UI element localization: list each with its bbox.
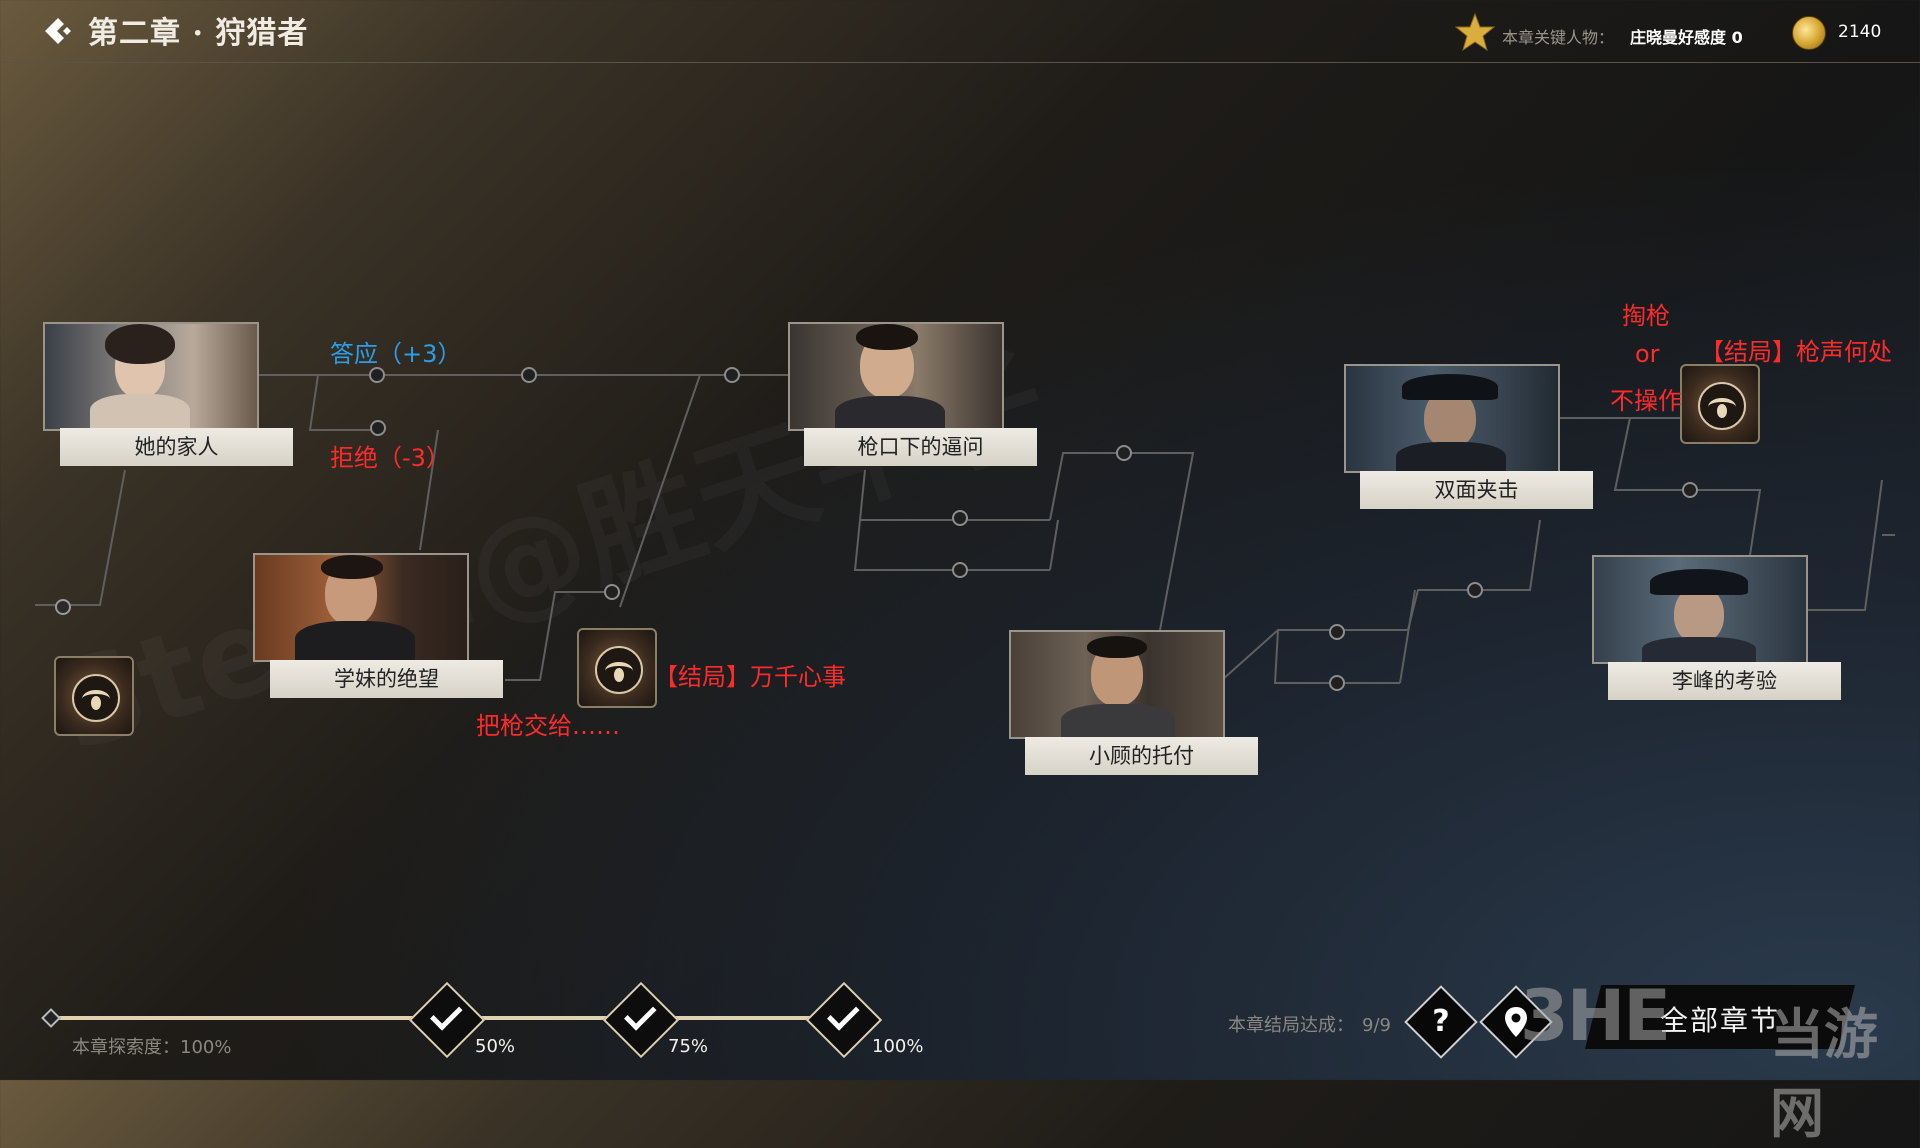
top-bar xyxy=(0,0,1920,63)
node-label: 枪口下的逼问 xyxy=(804,428,1037,466)
endings-label-text: 本章结局达成： xyxy=(1228,1015,1354,1036)
ending-badge-icon xyxy=(72,674,120,722)
key-character-value: 庄晓曼好感度 0 xyxy=(1630,28,1743,47)
exploration-text: 本章探索度：100% xyxy=(72,1037,232,1058)
story-branch-lines xyxy=(35,367,1895,691)
map-pin-icon xyxy=(1505,1007,1527,1037)
annotation-or: or xyxy=(1635,340,1660,368)
annotation-ending-wanqian: 【结局】万千心事 xyxy=(654,663,846,691)
node-portrait xyxy=(1344,364,1560,473)
star-icon xyxy=(1455,12,1495,52)
map-button[interactable] xyxy=(1479,985,1553,1059)
node-label: 学妹的绝望 xyxy=(270,660,503,698)
node-label: 小顾的托付 xyxy=(1025,737,1258,775)
ending-badge-icon xyxy=(595,646,643,694)
question-icon: ? xyxy=(1432,1004,1450,1039)
site-watermark-text: 当游网 xyxy=(1770,1003,1878,1145)
chapter-title: 第二章 · 狩猎者 xyxy=(88,16,309,51)
annotation-draw-gun: 掏枪 xyxy=(1622,302,1670,330)
coin-icon xyxy=(1792,16,1826,50)
annotation-ending-qiangsheng: 【结局】枪声何处 xyxy=(1700,338,1892,366)
annotation-hand-gun: 把枪交给…… xyxy=(476,712,620,740)
endings-count: 9/9 xyxy=(1362,1015,1391,1036)
milestone-75-label: 75% xyxy=(668,1036,709,1057)
node-label: 李峰的考验 xyxy=(1608,662,1841,700)
node-label: 她的家人 xyxy=(60,428,293,466)
endings-achieved-label: 本章结局达成： 9/9 xyxy=(1228,1011,1391,1037)
ending-emblem-left[interactable] xyxy=(54,656,134,736)
node-portrait xyxy=(1009,630,1225,739)
back-arrow-icon[interactable] xyxy=(40,14,74,48)
annotation-no-op: 不操作 xyxy=(1610,387,1682,415)
node-label: 双面夹击 xyxy=(1360,471,1593,509)
milestone-50-label: 50% xyxy=(475,1036,516,1057)
node-portrait xyxy=(43,322,259,431)
annotation-agree: 答应（+3） xyxy=(330,340,462,368)
all-chapters-label: 全部章节 xyxy=(1659,1004,1780,1037)
key-character-label: 本章关键人物： xyxy=(1502,28,1615,47)
milestone-100-label: 100% xyxy=(872,1036,924,1057)
ending-emblem-wanqian[interactable] xyxy=(577,628,657,708)
ending-emblem-qiangsheng[interactable] xyxy=(1680,364,1760,444)
coin-count: 2140 xyxy=(1838,22,1882,42)
annotation-refuse: 拒绝（-3） xyxy=(330,444,450,472)
site-watermark-logo: 3HE xyxy=(1520,975,1671,1057)
node-portrait xyxy=(253,553,469,662)
node-portrait xyxy=(788,322,1004,431)
all-chapters-button[interactable]: 全部章节 xyxy=(1585,985,1855,1049)
ending-badge-icon xyxy=(1698,382,1746,430)
node-portrait xyxy=(1592,555,1808,664)
